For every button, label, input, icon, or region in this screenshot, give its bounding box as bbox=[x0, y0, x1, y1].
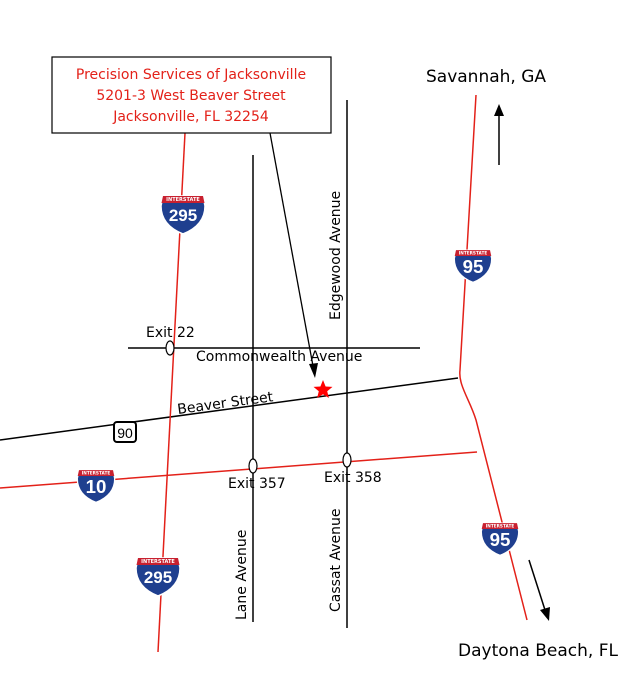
street-address: 5201-3 West Beaver Street bbox=[96, 88, 286, 104]
south-arrow-line bbox=[528, 559, 546, 611]
svg-text:INTERSTATE: INTERSTATE bbox=[82, 470, 111, 476]
exit-22-marker bbox=[165, 340, 175, 356]
cassat-avenue-label: Cassat Avenue bbox=[328, 509, 344, 612]
svg-text:95: 95 bbox=[463, 256, 484, 277]
north-arrow-head bbox=[494, 104, 504, 116]
svg-text:INTERSTATE: INTERSTATE bbox=[486, 523, 515, 529]
edgewood-avenue-label: Edgewood Avenue bbox=[328, 191, 344, 320]
svg-text:295: 295 bbox=[144, 568, 172, 587]
daytona-beach-label: Daytona Beach, FL bbox=[458, 641, 618, 661]
city-state-zip: Jacksonville, FL 32254 bbox=[112, 109, 269, 125]
svg-text:95: 95 bbox=[490, 529, 511, 550]
us90-shield: 90 bbox=[113, 421, 137, 443]
i10-shield: INTERSTATE 10 bbox=[76, 469, 116, 504]
i95-road bbox=[459, 94, 528, 621]
svg-text:10: 10 bbox=[86, 476, 107, 497]
beaver-street-road bbox=[0, 377, 459, 441]
exit-357-marker bbox=[248, 458, 258, 474]
svg-text:INTERSTATE: INTERSTATE bbox=[141, 559, 175, 565]
i295-shield-south: INTERSTATE 295 bbox=[135, 557, 181, 597]
pointer-arrow-head bbox=[309, 363, 318, 378]
i95-shield-south: INTERSTATE 95 bbox=[480, 522, 520, 557]
i95-shield-north: INTERSTATE 95 bbox=[453, 249, 493, 284]
exit-22-label: Exit 22 bbox=[146, 325, 195, 341]
commonwealth-avenue-label: Commonwealth Avenue bbox=[196, 349, 362, 365]
company-name: Precision Services of Jacksonville bbox=[76, 67, 306, 83]
exit-357-label: Exit 357 bbox=[228, 476, 286, 492]
i295-shield-north: INTERSTATE 295 bbox=[160, 195, 206, 235]
svg-text:90: 90 bbox=[117, 425, 133, 441]
exit-358-marker bbox=[342, 452, 352, 468]
beaver-street-label: Beaver Street bbox=[176, 389, 274, 418]
star-icon bbox=[313, 380, 333, 398]
svg-text:INTERSTATE: INTERSTATE bbox=[459, 250, 488, 256]
svg-text:INTERSTATE: INTERSTATE bbox=[166, 197, 200, 203]
svg-text:295: 295 bbox=[169, 206, 197, 225]
savannah-label: Savannah, GA bbox=[426, 67, 546, 87]
lane-avenue-label: Lane Avenue bbox=[234, 530, 250, 620]
exit-358-label: Exit 358 bbox=[324, 470, 382, 486]
address-box bbox=[51, 56, 332, 134]
pointer-arrow-line bbox=[269, 132, 314, 367]
south-arrow-head bbox=[540, 607, 550, 621]
